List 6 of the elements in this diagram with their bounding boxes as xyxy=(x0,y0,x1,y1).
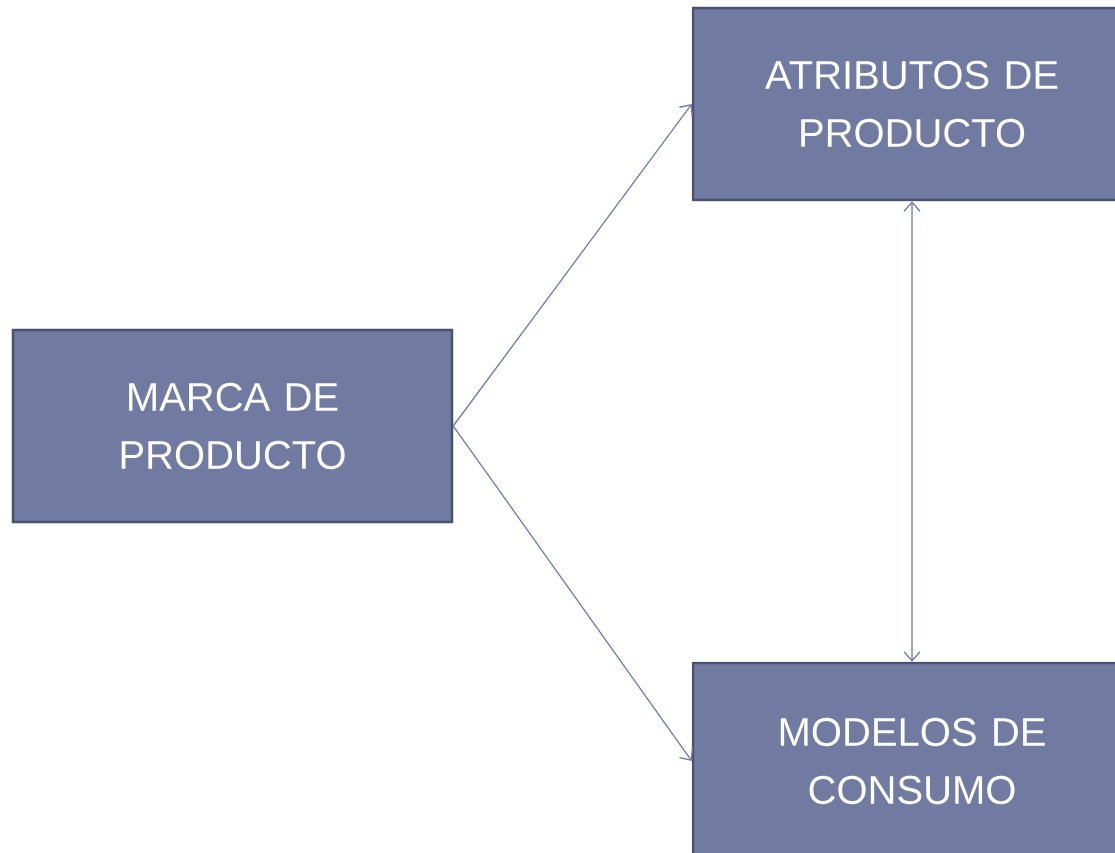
process-box: MARCA DE PRODUCTO xyxy=(11,328,454,524)
arrow xyxy=(452,104,693,427)
arrow xyxy=(452,425,694,761)
arrow xyxy=(903,201,921,662)
process-box: ATRIBUTOS DE PRODUCTO xyxy=(691,6,1115,202)
process-box: MODELOS DE CONSUMO xyxy=(691,661,1115,853)
